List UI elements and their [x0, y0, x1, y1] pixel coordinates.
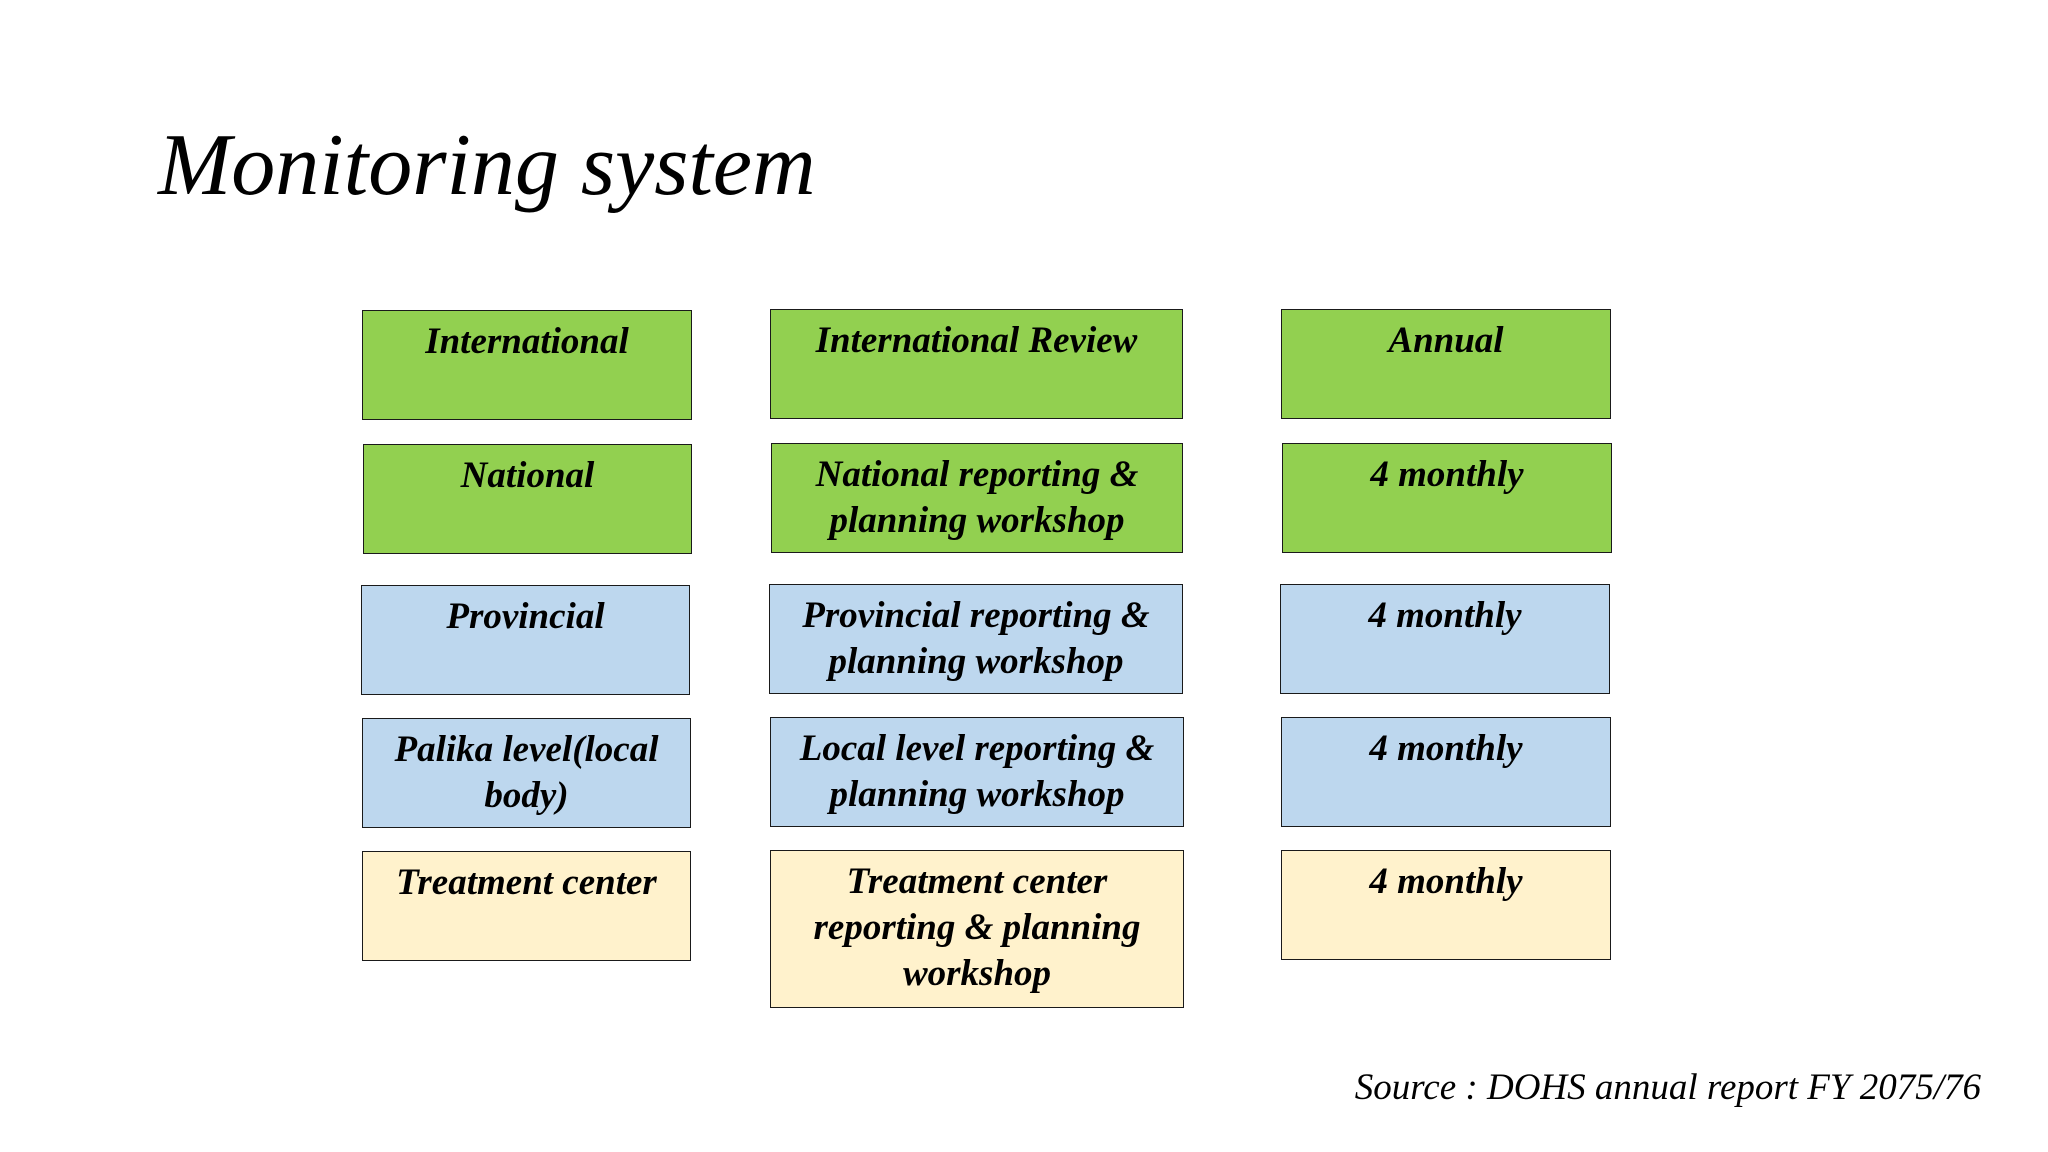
level-box-international: International: [362, 310, 692, 420]
mechanism-box-national-workshop: National reporting & planning workshop: [771, 443, 1183, 553]
frequency-box-national: 4 monthly: [1282, 443, 1612, 553]
frequency-box-local: 4 monthly: [1281, 717, 1611, 827]
level-box-national: National: [363, 444, 692, 554]
source-citation: Source : DOHS annual report FY 2075/76: [1354, 1067, 1981, 1108]
frequency-box-treatment-center: 4 monthly: [1281, 850, 1611, 960]
mechanism-box-treatment-center-workshop: Treatment center reporting & planning wo…: [770, 850, 1184, 1008]
level-box-provincial: Provincial: [361, 585, 690, 695]
mechanism-box-local-workshop: Local level reporting & planning worksho…: [770, 717, 1184, 827]
level-box-palika: Palika level(local body): [362, 718, 691, 828]
mechanism-box-provincial-workshop: Provincial reporting & planning workshop: [769, 584, 1183, 694]
level-box-treatment-center: Treatment center: [362, 851, 691, 961]
slide-title: Monitoring system: [158, 117, 816, 214]
mechanism-box-international-review: International Review: [770, 309, 1183, 419]
frequency-box-provincial: 4 monthly: [1280, 584, 1610, 694]
frequency-box-annual: Annual: [1281, 309, 1611, 419]
